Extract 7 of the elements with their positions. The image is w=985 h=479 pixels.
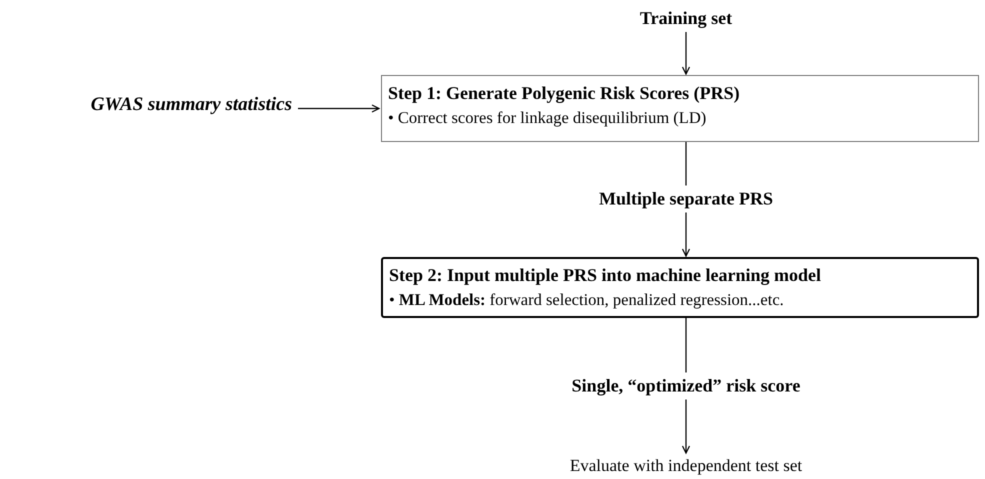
input-label: Training set bbox=[610, 6, 762, 30]
input-label: GWAS summary statistics bbox=[8, 92, 292, 118]
arrow bbox=[298, 104, 380, 113]
process-box: Step 1: Generate Polygenic Risk Scores (PRS) • Correct scores for linkage disequilibrium (LD) bbox=[381, 75, 979, 142]
process-box: Step 2: Input multiple PRS into machine learning model • ML Models: forward selection, penalized regression...etc. bbox=[381, 257, 979, 318]
arrow bbox=[682, 32, 690, 75]
output-label: Evaluate with independent test set bbox=[546, 454, 826, 478]
